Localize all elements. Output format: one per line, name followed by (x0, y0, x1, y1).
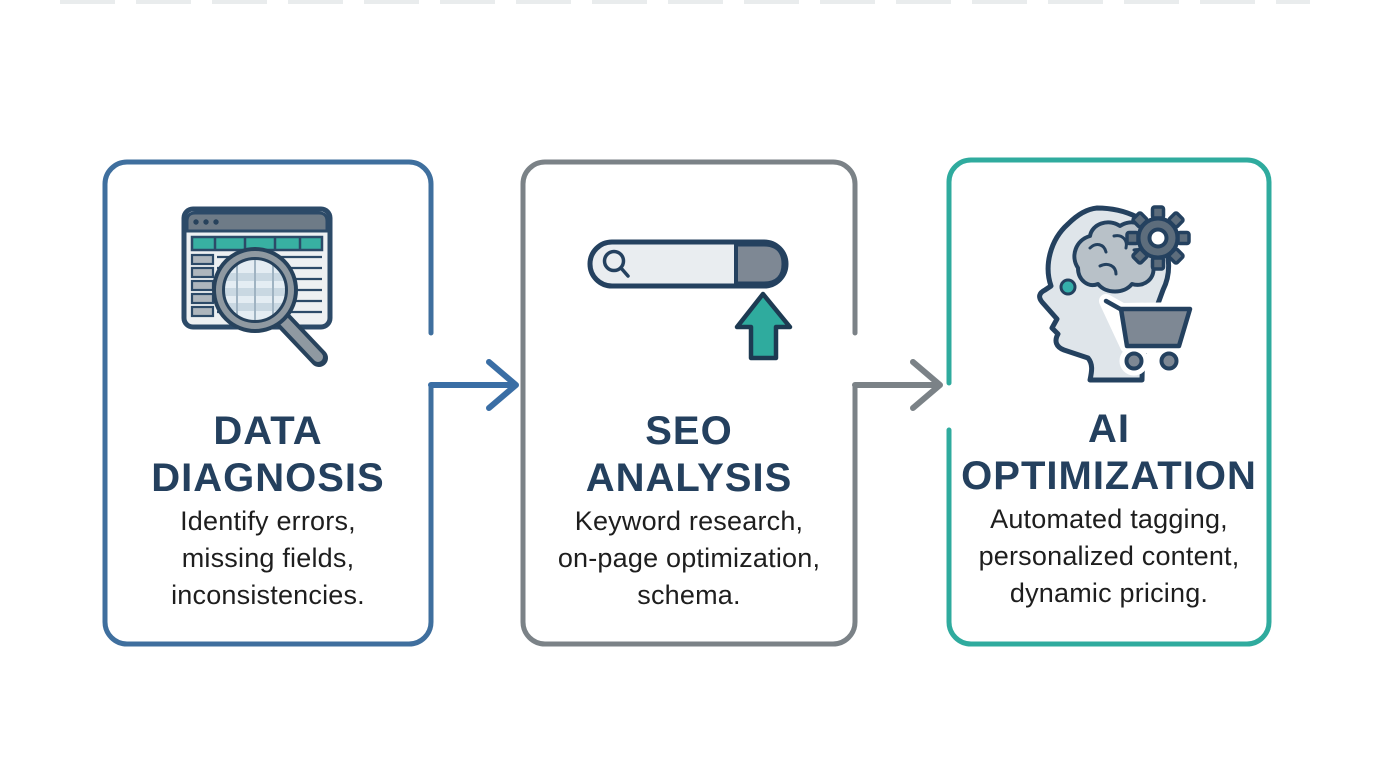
search-bar-up-arrow-icon (587, 239, 793, 361)
magnifier-icon (212, 247, 328, 367)
step-description-line: personalized content, (978, 541, 1240, 571)
step-description-line: Identify errors, (180, 506, 356, 536)
step-description-line: inconsistencies. (171, 580, 365, 610)
up-arrow-icon (734, 291, 793, 361)
step-card-seo-analysis: SEO ANALYSIS Keyword research, on-page o… (523, 162, 855, 644)
ear-dot-icon (1059, 278, 1077, 296)
shopping-cart-icon (1099, 294, 1197, 376)
arrow-right-icon (852, 359, 943, 411)
step-title: DATA DIAGNOSIS (105, 408, 431, 502)
step-title-line: DIAGNOSIS (151, 456, 385, 500)
step-card-ai-optimization: AI OPTIMIZATION Automated tagging, perso… (949, 160, 1269, 642)
step-title: SEO ANALYSIS (523, 408, 855, 502)
card-border-data-diagnosis (102, 159, 434, 647)
step-title-line: SEO (645, 409, 733, 453)
step-description: Automated tagging, personalized content,… (935, 501, 1283, 612)
spreadsheet-magnifier-icon (181, 206, 333, 367)
step-description-line: schema. (637, 580, 741, 610)
step-title-line: AI (1088, 407, 1130, 451)
step-description: Identify errors, missing fields, inconsi… (91, 503, 445, 614)
card-border-ai-optimization (946, 157, 1272, 647)
step-title: AI OPTIMIZATION (949, 406, 1269, 500)
step-description-line: dynamic pricing. (1009, 578, 1209, 608)
cropped-top-edge-artifact (60, 0, 1310, 4)
step-title-line: ANALYSIS (585, 456, 793, 500)
step-title-line: OPTIMIZATION (961, 454, 1257, 498)
step-description-line: Automated tagging, (990, 504, 1228, 534)
step-description: Keyword research, on-page optimization, … (509, 503, 869, 614)
step-description-line: missing fields, (181, 543, 355, 573)
gear-icon (1125, 205, 1191, 271)
step-title-line: DATA (213, 409, 323, 453)
card-border-seo-analysis (520, 159, 858, 647)
step-description-line: on-page optimization, (557, 543, 821, 573)
search-bar-icon (587, 239, 789, 289)
step-description-line: Keyword research, (574, 506, 804, 536)
ai-head-gear-cart-icon (1037, 205, 1197, 383)
step-card-data-diagnosis: DATA DIAGNOSIS Identify errors, missing … (105, 162, 431, 644)
arrow-right-icon (428, 359, 519, 411)
